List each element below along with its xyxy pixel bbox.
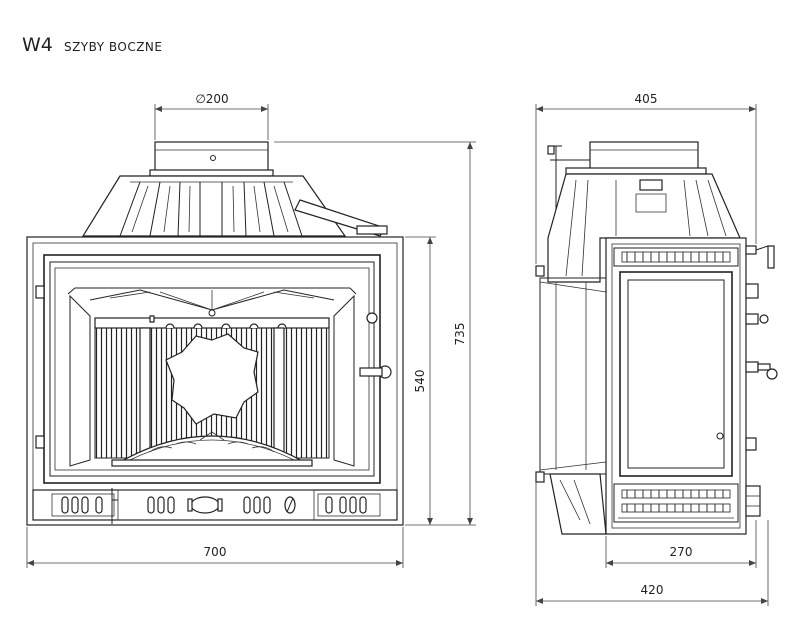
front-ash-panel <box>32 488 398 524</box>
model-name: W4 <box>22 34 53 56</box>
front-view <box>26 141 404 526</box>
front-firebox <box>67 287 357 467</box>
side-hood <box>547 173 741 283</box>
front-flue-collar <box>149 141 274 177</box>
side-frame-rails <box>535 265 607 535</box>
model-subtitle: SZYBY BOCZNE <box>63 40 163 54</box>
dim-front-total-height: 735 <box>453 323 467 346</box>
dim-side-top-depth: 405 <box>635 92 658 106</box>
drawing-title: W4 SZYBY BOCZNE <box>22 34 162 56</box>
side-body <box>605 237 747 535</box>
dim-side-total-depth: 420 <box>641 583 664 597</box>
dim-front-body-height: 540 <box>413 370 427 393</box>
side-flue-collar <box>547 141 707 248</box>
dim-front-width: 700 <box>204 545 227 559</box>
side-handles <box>745 245 778 517</box>
dimension-lines <box>26 104 769 606</box>
dim-flue-diameter: ∅200 <box>195 92 228 106</box>
dim-side-body-depth: 270 <box>670 545 693 559</box>
front-hood <box>81 175 388 237</box>
side-view <box>535 141 778 535</box>
front-door <box>35 254 392 484</box>
